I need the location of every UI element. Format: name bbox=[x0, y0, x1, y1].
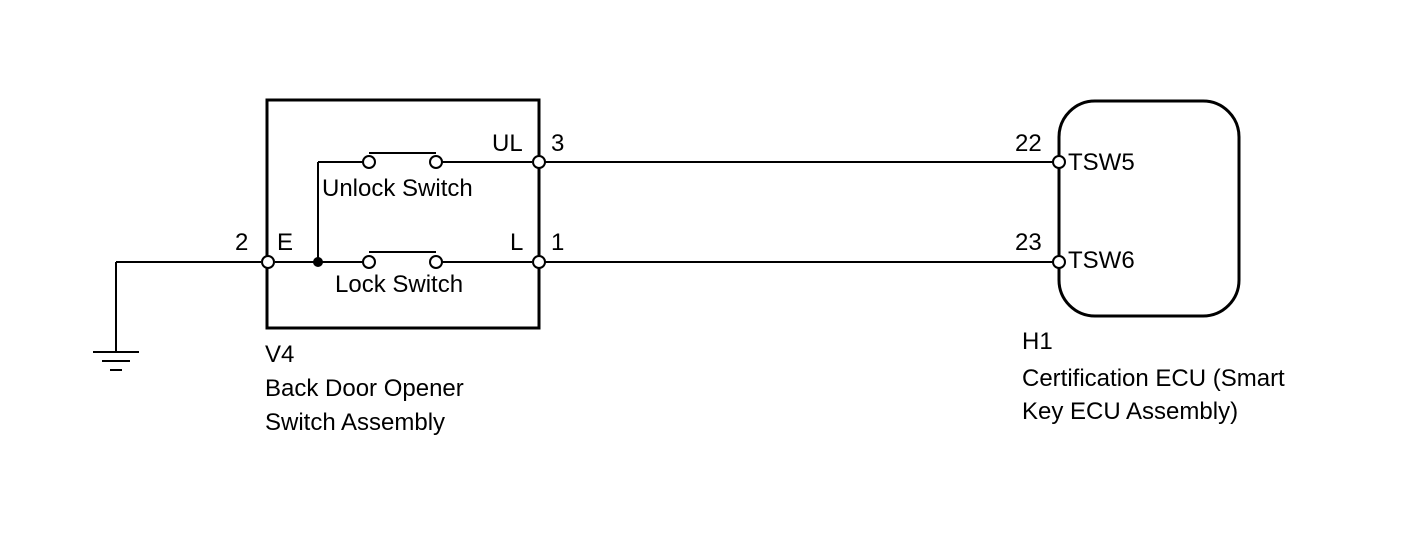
switch-assembly-name-1: Back Door Opener bbox=[265, 375, 464, 402]
unlock-switch-label: Unlock Switch bbox=[322, 175, 473, 202]
switch-assembly-box bbox=[265, 98, 541, 330]
terminal-l bbox=[532, 255, 546, 269]
ecu-name-2: Key ECU Assembly) bbox=[1022, 398, 1238, 425]
pin-number-tsw6: 23 bbox=[1015, 229, 1042, 256]
pin-number-e: 2 bbox=[235, 229, 248, 256]
pin-name-tsw6: TSW6 bbox=[1068, 247, 1135, 274]
ground-icon bbox=[93, 262, 139, 371]
terminal-e bbox=[261, 255, 275, 269]
ecu-box bbox=[1057, 99, 1241, 318]
junction-dot bbox=[313, 257, 323, 267]
terminal-tsw5 bbox=[1052, 155, 1066, 169]
ecu-name-1: Certification ECU (Smart bbox=[1022, 365, 1285, 392]
lock-switch-icon bbox=[362, 251, 443, 269]
pin-name-e: E bbox=[277, 229, 293, 256]
pin-number-ul: 3 bbox=[551, 130, 564, 157]
pin-name-tsw5: TSW5 bbox=[1068, 149, 1135, 176]
pin-name-l: L bbox=[510, 229, 523, 256]
pin-number-l: 1 bbox=[551, 229, 564, 256]
lock-switch-label: Lock Switch bbox=[335, 271, 463, 298]
pin-number-tsw5: 22 bbox=[1015, 130, 1042, 157]
switch-assembly-name-2: Switch Assembly bbox=[265, 409, 445, 436]
terminal-tsw6 bbox=[1052, 255, 1066, 269]
pin-name-ul: UL bbox=[492, 130, 523, 157]
unlock-switch-icon bbox=[362, 152, 443, 169]
ecu-code: H1 bbox=[1022, 328, 1053, 355]
terminal-ul bbox=[532, 155, 546, 169]
switch-assembly-code: V4 bbox=[265, 341, 294, 368]
